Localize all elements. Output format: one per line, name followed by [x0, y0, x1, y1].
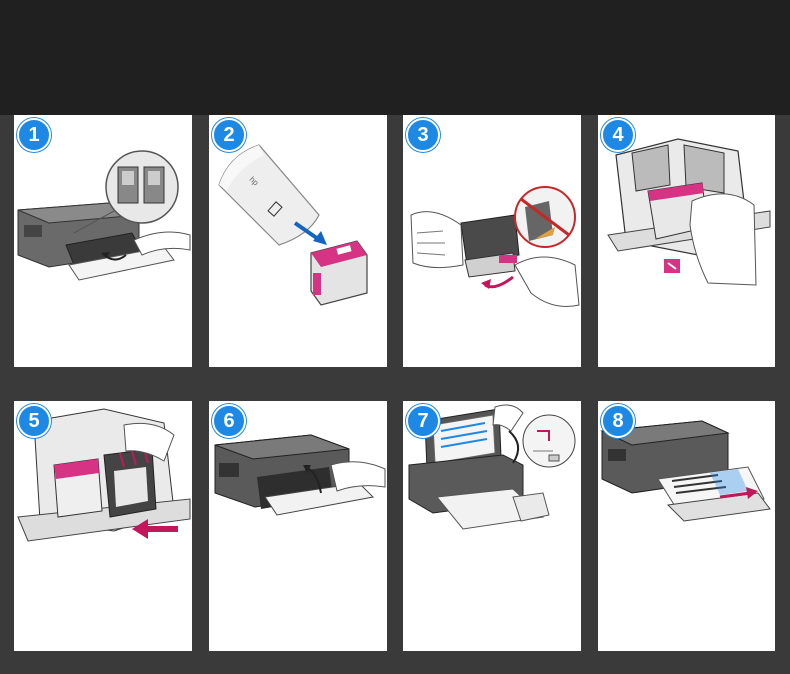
step-number-badge: 2: [212, 118, 246, 152]
step-number-badge: 7: [406, 404, 440, 438]
step-number-badge: 1: [17, 118, 51, 152]
insert-tricolor-cartridge-illustration: [607, 138, 771, 286]
unpack-cartridge-illustration: hp: [218, 144, 368, 306]
step-panel-3: 3: [403, 115, 581, 367]
scan-alignment-illustration: [408, 404, 576, 530]
step-panel-4: 4: [598, 115, 775, 367]
step-panel-2: hp 2: [209, 115, 387, 367]
print-alignment-illustration: [600, 420, 771, 522]
step-panel-7: 7: [403, 401, 581, 651]
step-panel-1: 1: [14, 115, 192, 367]
step-number-badge: 4: [601, 118, 635, 152]
printer-open-door-illustration: [17, 150, 191, 281]
step-panel-8: 8: [598, 401, 775, 651]
step-panel-5: 5: [14, 401, 192, 651]
insert-black-cartridge-illustration: [17, 408, 191, 542]
top-band: [0, 0, 790, 115]
step-number-badge: 3: [406, 118, 440, 152]
step-number-badge: 8: [601, 404, 635, 438]
close-door-illustration: [214, 434, 386, 516]
step-panel-6: 6: [209, 401, 387, 651]
step-number-badge: 5: [17, 404, 51, 438]
remove-tape-illustration: [410, 186, 580, 307]
step-number-badge: 6: [212, 404, 246, 438]
